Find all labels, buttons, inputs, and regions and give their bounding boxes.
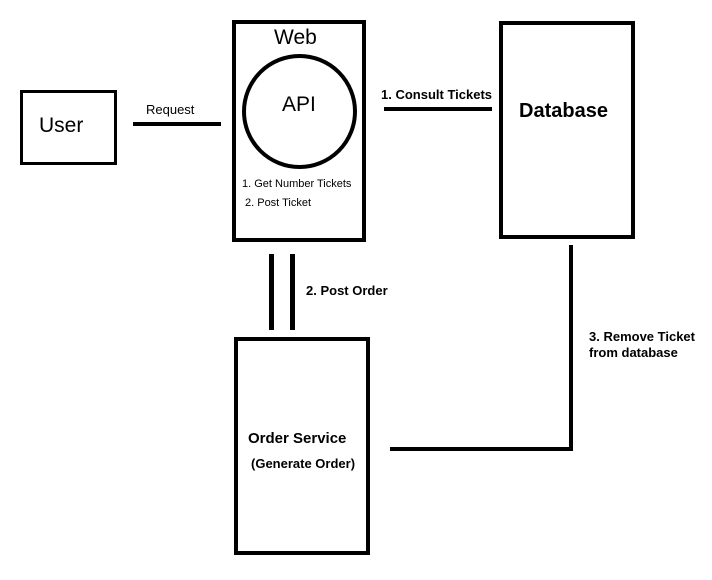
web-label: Web (274, 26, 317, 49)
database-node (499, 21, 635, 239)
remove-edge-vertical (569, 245, 573, 451)
order-service-node (234, 337, 370, 555)
request-edge (133, 122, 221, 126)
remove-edge-label-line1: 3. Remove Ticket (589, 329, 695, 344)
database-label: Database (519, 100, 608, 122)
user-label: User (39, 114, 84, 137)
api-action-post-ticket: 2. Post Ticket (245, 197, 312, 209)
post-order-edge-left (269, 254, 274, 330)
post-order-edge-label: 2. Post Order (306, 283, 388, 298)
api-node (242, 54, 357, 169)
consult-edge (384, 107, 492, 111)
remove-edge-horizontal (390, 447, 573, 451)
api-label: API (282, 93, 316, 116)
api-action-get-tickets: 1. Get Number Tickets (242, 178, 352, 190)
post-order-edge-right (290, 254, 295, 330)
request-edge-label: Request (146, 102, 195, 117)
order-service-label: Order Service (248, 430, 347, 447)
consult-edge-label: 1. Consult Tickets (381, 87, 493, 102)
user-node (20, 90, 117, 165)
remove-edge-label-line2: from database (589, 345, 678, 360)
order-service-sub-label: (Generate Order) (251, 456, 356, 471)
